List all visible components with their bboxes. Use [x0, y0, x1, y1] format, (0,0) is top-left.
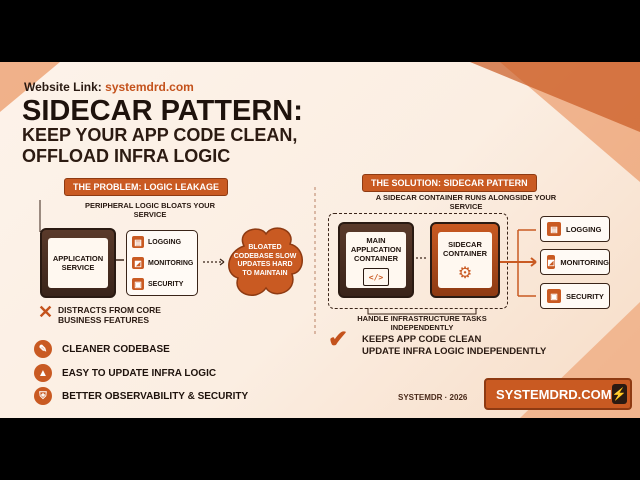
problem-item-security: ▣ SECURITY [132, 278, 183, 290]
shield-icon: ⛨ [34, 387, 52, 405]
outcome-line-1: KEEPS APP CODE CLEAN [362, 334, 482, 345]
bloat-cloud [228, 227, 303, 296]
problem-note: PERIPHERAL LOGIC BLOATS YOUR SERVICE [84, 201, 215, 219]
check-mark-icon: ✔ [328, 326, 349, 353]
solution-note: A SIDECAR CONTAINER RUNS ALONGSIDE YOUR … [375, 193, 557, 211]
benefit-cleaner-codebase: ✎ CLEANER CODEBASE [34, 340, 170, 358]
solution-item-security: ▣ SECURITY [540, 283, 610, 309]
main-application-container: MAIN APPLICATION CONTAINER </> [338, 222, 414, 298]
problem-consequence: DISTRACTS FROM CORE BUSINESS FEATURES [58, 305, 161, 325]
problem-tag: THE PROBLEM: LOGIC LEAKAGE [64, 178, 228, 196]
website-cta-button[interactable]: SYSTEMDRD.COM ⚡ [484, 378, 632, 410]
main-container-label: MAIN APPLICATION CONTAINER [350, 236, 402, 263]
sidecar-container: SIDECAR CONTAINER ⚙ [430, 222, 500, 298]
website-link: Website Link: systemdrd.com [24, 80, 194, 94]
outcome-line-2: UPDATE INFRA LOGIC INDEPENDENTLY [362, 346, 547, 357]
handle-infra-note: HANDLE INFRASTRUCTURE TASKS INDEPENDENTL… [357, 314, 487, 332]
footer-credit: SYSTEMDR · 2026 [398, 393, 468, 402]
benefit-observability-security: ⛨ BETTER OBSERVABILITY & SECURITY [34, 387, 248, 405]
document-icon: ▤ [547, 222, 561, 236]
gear-icon: ⚙ [457, 265, 473, 282]
x-mark-icon: ✕ [38, 302, 54, 322]
page-title: SIDECAR PATTERN: [22, 95, 303, 127]
solution-tag: THE SOLUTION: SIDECAR PATTERN [362, 174, 537, 192]
infographic: Website Link: systemdrd.com SIDECAR PATT… [0, 62, 640, 418]
page-subtitle: KEEP YOUR APP CODE CLEAN, OFFLOAD INFRA … [22, 125, 298, 166]
cta-label: SYSTEMDRD.COM [496, 386, 612, 402]
cloud-text: BLOATED CODEBASE SLOW UPDATES HARD TO MA… [233, 244, 297, 277]
website-prefix: Website Link: [24, 80, 102, 94]
benefit-easy-update: ▲ EASY TO UPDATE INFRA LOGIC [34, 364, 216, 382]
arrow-up-icon: ▲ [34, 364, 52, 382]
lightning-icon: ⚡ [611, 384, 627, 404]
monitor-icon: ◩ [547, 255, 556, 269]
monitor-icon: ◩ [132, 257, 144, 269]
application-service-label: APPLICATION SERVICE [52, 254, 104, 272]
code-icon: </> [363, 268, 389, 286]
website-url[interactable]: systemdrd.com [105, 80, 194, 94]
document-icon: ▤ [132, 236, 144, 248]
broom-icon: ✎ [34, 340, 52, 358]
solution-item-monitoring: ◩ MONITORING [540, 249, 610, 275]
lock-icon: ▣ [132, 278, 144, 290]
application-service-server: APPLICATION SERVICE [40, 228, 116, 298]
problem-item-monitoring: ◩ MONITORING [132, 257, 193, 269]
solution-item-logging: ▤ LOGGING [540, 216, 610, 242]
solution-outcome: KEEPS APP CODE CLEAN UPDATE INFRA LOGIC … [362, 334, 546, 358]
problem-item-logging: ▤ LOGGING [132, 236, 181, 248]
sidecar-container-label: SIDECAR CONTAINER [442, 240, 488, 258]
lock-icon: ▣ [547, 289, 561, 303]
